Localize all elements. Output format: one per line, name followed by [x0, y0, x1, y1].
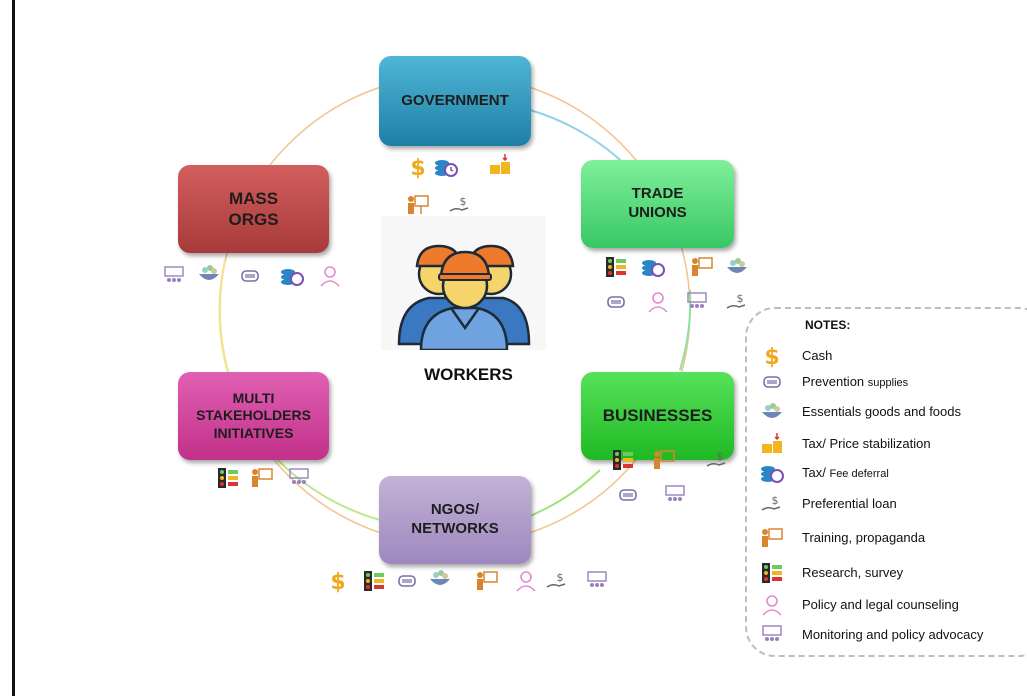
legend-item-training: Training, propaganda — [760, 526, 1027, 552]
notes-legend-box — [745, 307, 1027, 657]
node-label: NGOS/ — [430, 501, 480, 519]
node-government: GOVERNMENT — [379, 56, 531, 146]
research-icon — [362, 569, 386, 593]
svg-text:$: $ — [772, 494, 779, 507]
training-icon — [652, 448, 676, 472]
node-label: TRADE — [631, 185, 684, 203]
node-label: STAKEHOLDERS — [196, 407, 311, 424]
legend-label: Tax/ Fee deferral — [802, 465, 889, 480]
node-label: NETWORKS — [411, 520, 499, 537]
legend-item-loan: $ Preferential loan — [760, 492, 1027, 518]
svg-text:$: $ — [737, 292, 744, 305]
training-icon — [475, 569, 499, 593]
legend-label: Research, survey — [802, 565, 904, 580]
advocacy-icon — [663, 483, 687, 507]
legend-label: Policy and legal counseling — [802, 597, 959, 612]
fee-deferral-icon — [641, 255, 665, 279]
advocacy-icon — [685, 290, 709, 314]
legend-item-counseling: Policy and legal counseling — [760, 593, 1027, 619]
center-label: WORKERS — [424, 365, 513, 384]
notes-title: NOTES: — [805, 318, 851, 332]
svg-text:$: $ — [330, 570, 345, 593]
research-icon — [760, 561, 784, 585]
tax-stabilization-icon — [488, 153, 512, 177]
node-mass-orgs: MASS ORGS — [178, 165, 329, 253]
research-icon — [611, 448, 635, 472]
mask-icon — [604, 290, 628, 314]
legend-item-advocacy: Monitoring and policy advocacy — [760, 623, 1027, 649]
svg-text:$: $ — [460, 195, 467, 208]
fee-deferral-icon — [434, 155, 458, 179]
legend-item-tax-stabilization: Tax/ Price stabilization — [760, 432, 1027, 458]
loan-icon: $ — [760, 492, 784, 516]
legend-label: Monitoring and policy advocacy — [802, 627, 984, 642]
food-bowl-icon — [760, 400, 784, 424]
legend-label: Tax/ Price stabilization — [802, 436, 931, 451]
legend-label: Cash — [802, 348, 833, 363]
node-ngos-networks: NGOS/NETWORKS — [379, 476, 531, 564]
fee-deferral-icon — [280, 264, 304, 288]
counseling-icon — [514, 569, 538, 593]
legend-item-prevention: Prevention supplies — [760, 370, 1027, 396]
mask-icon — [760, 370, 784, 394]
mask-icon — [616, 483, 640, 507]
counseling-icon — [760, 593, 784, 617]
mask-icon — [395, 569, 419, 593]
mask-icon — [238, 264, 262, 288]
research-icon — [216, 466, 240, 490]
food-bowl-icon — [725, 255, 749, 279]
svg-text:$: $ — [557, 571, 564, 584]
training-icon — [690, 255, 714, 279]
loan-icon: $ — [448, 193, 472, 217]
loan-icon: $ — [545, 569, 569, 593]
svg-text:$: $ — [717, 450, 724, 463]
legend-label: Prevention supplies — [802, 374, 909, 389]
food-bowl-icon — [197, 262, 221, 286]
node-label: GOVERNMENT — [401, 91, 509, 109]
tax-stabilization-icon — [760, 432, 784, 456]
cash-icon: $ — [406, 155, 430, 179]
counseling-icon — [646, 290, 670, 314]
training-icon — [250, 466, 274, 490]
counseling-icon — [318, 264, 342, 288]
advocacy-icon — [287, 466, 311, 490]
left-border-line — [12, 0, 15, 696]
legend-item-research: Research, survey — [760, 561, 1027, 587]
svg-text:$: $ — [410, 156, 425, 179]
legend-item-cash: $ Cash — [760, 344, 1027, 370]
advocacy-icon — [162, 264, 186, 288]
node-label: INITIATIVES — [213, 424, 294, 441]
cash-icon: $ — [326, 569, 350, 593]
legend-label: Preferential loan — [802, 496, 897, 511]
node-label: UNIONS — [628, 204, 687, 221]
advocacy-icon — [760, 623, 784, 647]
training-icon — [406, 193, 430, 217]
research-icon — [604, 255, 628, 279]
cash-icon: $ — [760, 344, 784, 368]
workers-illustration — [381, 216, 546, 352]
node-label: BUSINESSES — [602, 406, 713, 426]
loan-icon: $ — [725, 290, 749, 314]
advocacy-icon — [585, 569, 609, 593]
legend-label: Training, propaganda — [802, 530, 926, 545]
loan-icon: $ — [705, 448, 729, 472]
legend-label: Essentials goods and foods — [802, 404, 961, 419]
node-label: ORGS — [228, 210, 279, 229]
training-icon — [760, 526, 784, 550]
food-bowl-icon — [428, 567, 452, 591]
svg-text:$: $ — [764, 345, 779, 368]
fee-deferral-icon — [760, 461, 784, 485]
node-label: MULTI — [232, 389, 275, 406]
legend-item-essentials: Essentials goods and foods — [760, 400, 1027, 426]
legend-item-fee-deferral: Tax/ Fee deferral — [760, 461, 1027, 487]
node-label: MASS — [228, 188, 279, 208]
node-businesses: BUSINESSES — [581, 372, 734, 460]
